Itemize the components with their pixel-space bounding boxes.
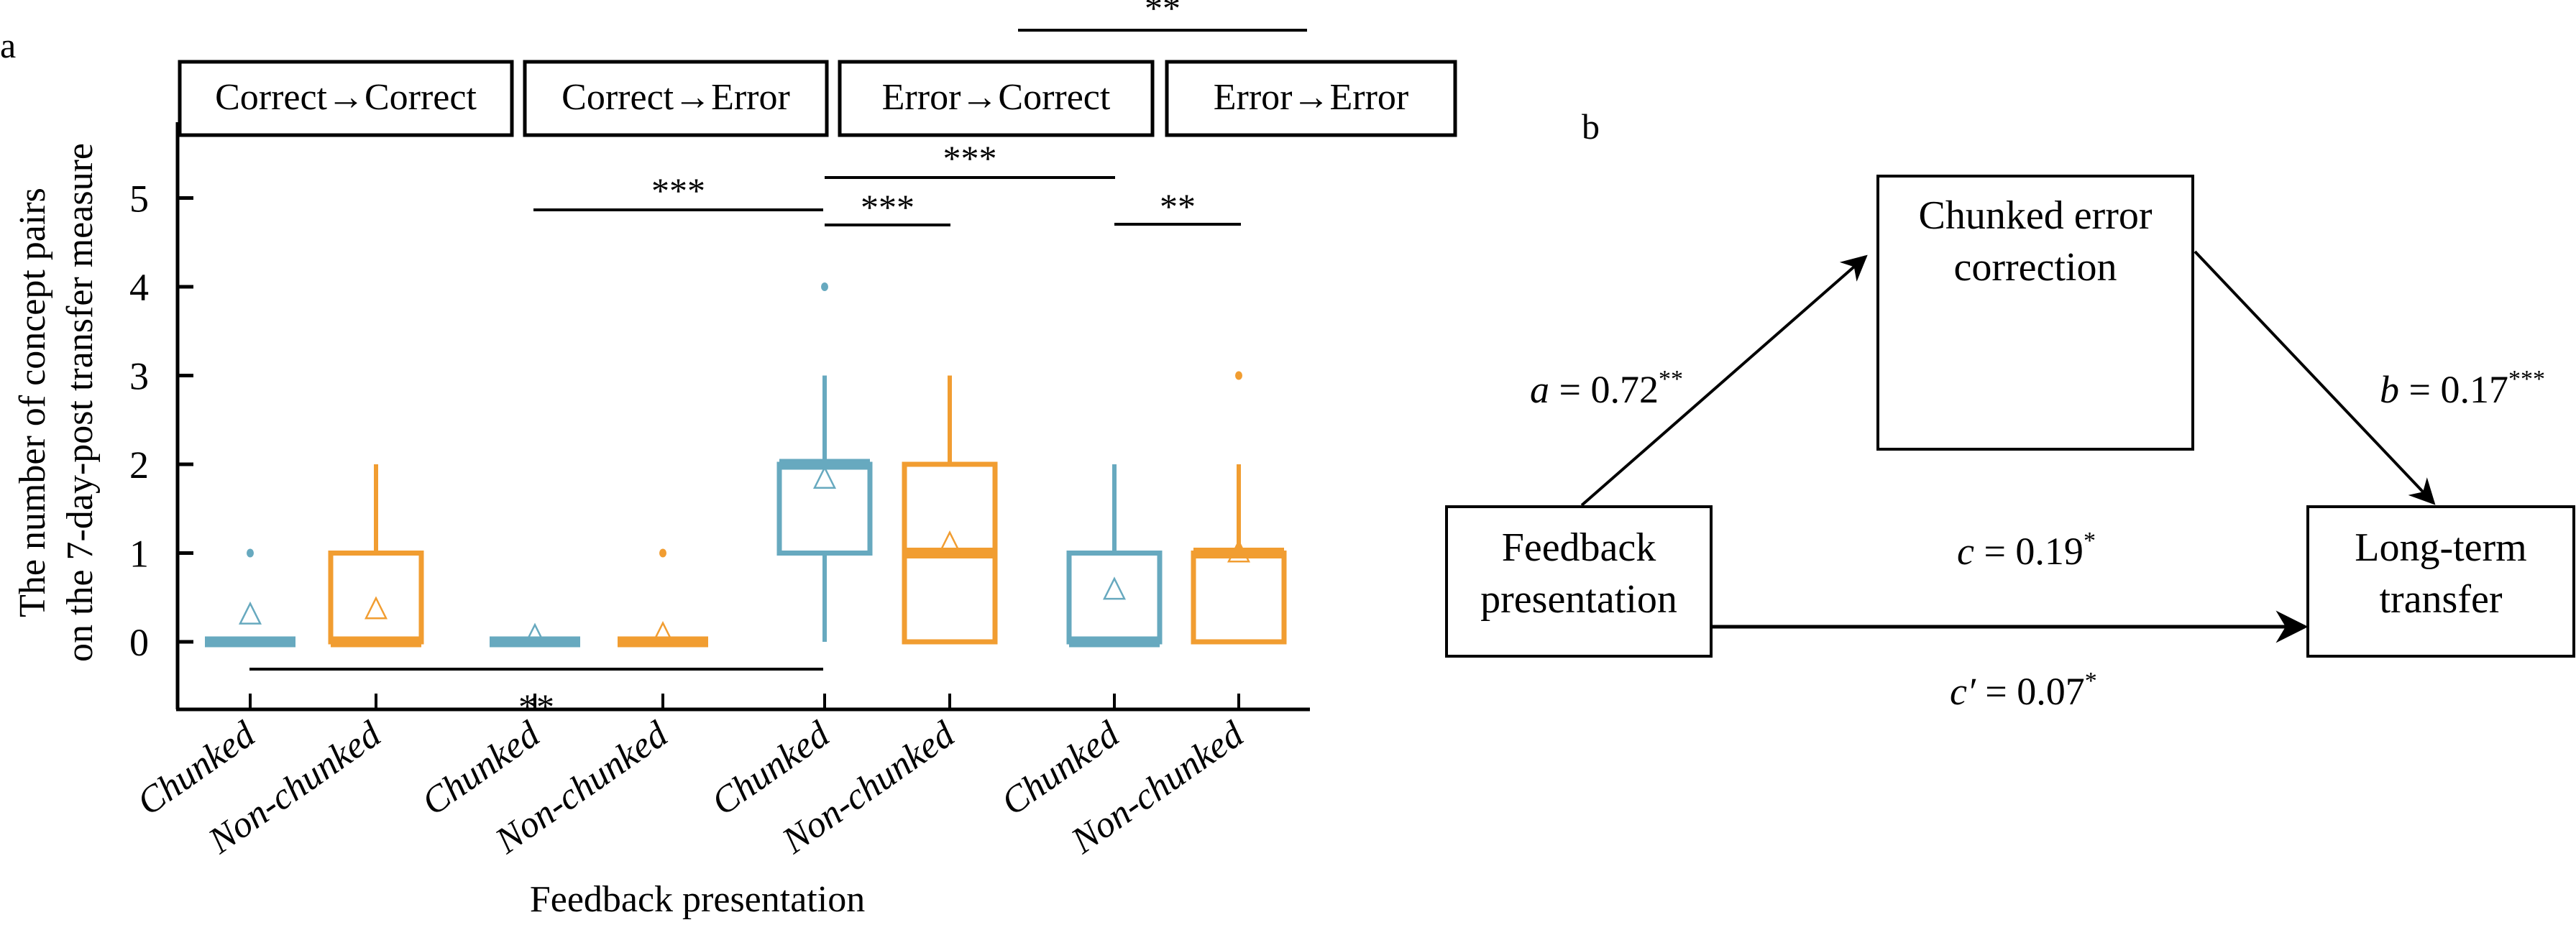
node-mediator-line-1: Chunked error (1918, 193, 2152, 238)
facet-header-label: Correct→Correct (215, 77, 477, 118)
panel-label-a: a (0, 25, 16, 65)
y-tick-label: 0 (129, 621, 149, 664)
node-mediator (1876, 175, 2194, 451)
panel-a-boxplot: a The number of concept pairs on the 7-d… (0, 0, 1457, 920)
mean-marker (938, 530, 962, 554)
y-tick-label: 4 (129, 266, 149, 309)
path-b-arrow (2194, 250, 2436, 505)
path-c-label: c = 0.19* (1957, 528, 2096, 573)
significance-label: *** (651, 170, 705, 211)
y-tick-label: 5 (129, 178, 149, 221)
mean-marker (523, 622, 547, 646)
significance-label: *** (943, 138, 997, 178)
panel-label-b: b (1582, 106, 1600, 147)
path-c-value: = 0.19 (1974, 530, 2084, 573)
facet-header-label: Error→Correct (882, 77, 1111, 118)
axes: 0 1 2 3 4 5 (129, 122, 1310, 712)
path-a-value: = 0.72 (1549, 368, 1659, 411)
path-c-prime-label: c′ = 0.07* (1950, 668, 2097, 713)
mean-marker (238, 601, 262, 625)
y-tick-label: 1 (129, 533, 149, 576)
mean-marker (812, 465, 837, 489)
mean-marker (651, 621, 675, 645)
mean-marker (1102, 576, 1127, 600)
path-c-sig: * (2084, 528, 2096, 554)
node-outcome (2306, 505, 2575, 658)
outlier-point (821, 282, 828, 291)
node-predictor-line-2: presentation (1480, 577, 1677, 622)
facet-header-box (838, 60, 1155, 137)
mean-marker (364, 596, 388, 620)
significance-label: *** (861, 187, 915, 227)
significance-label: ** (1160, 186, 1196, 226)
path-c-prime-sig: * (2085, 668, 2097, 694)
panel-b-mediation-diagram: b Chunked error correction Feedback pres… (1445, 106, 2575, 713)
box-group-7 (1066, 464, 1163, 648)
significance-label: ** (518, 686, 554, 727)
facet-headers: Correct→Correct Correct→Error Error→Correc… (178, 60, 1457, 137)
mean-marker (1227, 539, 1251, 563)
path-a-var: a (1530, 368, 1549, 411)
x-axis-label: Feedback presentation (530, 879, 865, 920)
box (1191, 551, 1287, 645)
box-group-4 (618, 548, 708, 648)
node-predictor-line-1: Feedback (1502, 525, 1656, 570)
facet-header-box (1165, 60, 1457, 137)
path-a-label: a = 0.72** (1530, 366, 1683, 411)
outlier-point (659, 548, 666, 558)
path-c-var: c (1957, 530, 1974, 573)
box-group-6 (902, 375, 998, 645)
y-axis-label: The number of concept pairs on the 7-day… (12, 143, 101, 662)
path-b-value: = 0.17 (2399, 368, 2508, 411)
box-group-1 (205, 548, 295, 648)
box-group-3 (490, 622, 580, 648)
path-a-arrow (1580, 254, 1868, 507)
significance-label: ** (1145, 0, 1181, 28)
outlier-point (247, 548, 254, 558)
path-b-label: b = 0.17*** (2380, 366, 2545, 411)
path-b-var: b (2380, 368, 2399, 411)
box (1066, 551, 1163, 645)
y-tick-label: 2 (129, 443, 149, 487)
y-axis-label-line-1: The number of concept pairs (12, 188, 53, 617)
significance-bars: *************** (249, 0, 1307, 727)
facet-header-label: Correct→Error (562, 77, 790, 118)
facet-header-box (523, 60, 829, 137)
path-b-sig: *** (2508, 366, 2545, 392)
y-tick-label: 3 (129, 355, 149, 398)
box-group-2 (328, 464, 424, 648)
boxes (205, 282, 1287, 648)
box-group-8 (1191, 371, 1287, 645)
node-mediator-line-2: correction (1954, 245, 2117, 290)
node-outcome-line-2: transfer (2379, 577, 2502, 622)
box (776, 461, 873, 556)
facet-header-box (178, 60, 514, 137)
node-predictor (1445, 505, 1713, 658)
path-c-prime-value: = 0.07 (1976, 670, 2085, 713)
box-group-5 (776, 282, 873, 642)
path-c-prime-var: c′ (1950, 670, 1976, 713)
node-outcome-line-1: Long-term (2355, 525, 2526, 570)
facet-header-label: Error→Error (1214, 77, 1408, 118)
outlier-point (1235, 371, 1242, 380)
path-a-sig: ** (1659, 366, 1683, 392)
y-axis-label-line-2: on the 7-day-post transfer measure (60, 143, 101, 662)
